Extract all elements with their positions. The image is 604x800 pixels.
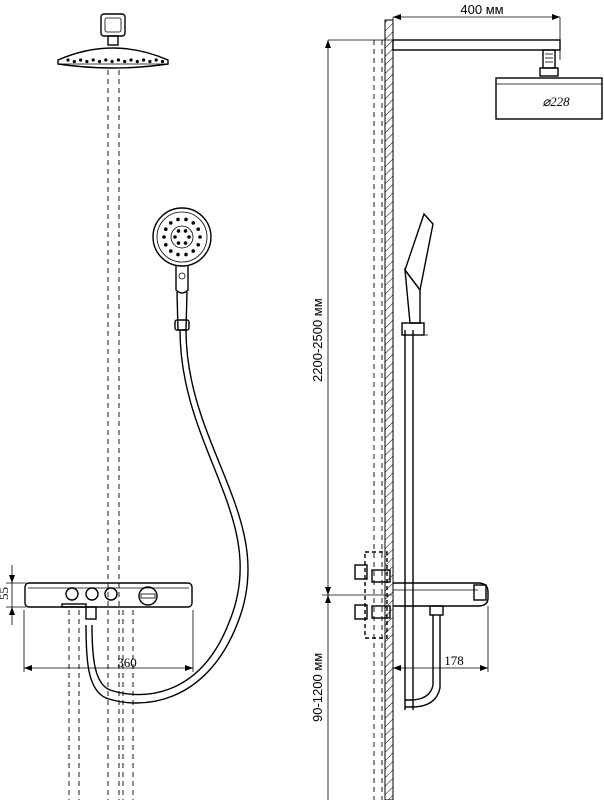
hand-nozzle-dot — [184, 252, 188, 257]
nozzle-dot — [123, 59, 127, 64]
hand-nozzle-dot — [176, 229, 181, 233]
hand-shower-side — [401, 212, 434, 336]
rain-shower-head — [57, 47, 169, 69]
nozzle-dot — [160, 59, 165, 64]
hand-nozzle-dot — [163, 243, 168, 247]
nozzle-dot — [154, 58, 158, 62]
mixer-side — [354, 551, 489, 708]
hand-nozzle-dot — [173, 235, 177, 239]
dim-shelf-width: 360 — [23, 610, 194, 672]
hand-nozzle-dot — [162, 235, 166, 239]
nozzle-dot — [104, 58, 108, 62]
dim-total-height: 2200-2500 мм — [310, 39, 393, 595]
hand-nozzle-dot — [176, 217, 180, 222]
nozzle-dot — [129, 58, 133, 62]
hand-shower-head — [152, 207, 212, 331]
dim-shelf-depth-label: 178 — [444, 653, 464, 668]
nozzle-dot — [135, 59, 139, 64]
hand-nozzle-dot — [196, 227, 201, 231]
hand-nozzle-dot — [163, 227, 168, 231]
hand-nozzle-dot — [183, 241, 188, 245]
nozzle-dot — [72, 59, 76, 64]
hand-nozzle-dot — [187, 235, 191, 239]
dim-head-diameter-label: ⌀228 — [542, 94, 570, 109]
ceiling-mount — [100, 13, 126, 46]
hand-nozzle-dot — [184, 217, 188, 222]
thermostat-shelf — [24, 582, 193, 620]
dim-total-height-label: 2200-2500 мм — [310, 298, 325, 382]
hand-nozzle-dot — [168, 221, 173, 225]
dim-shelf-thickness: 55 — [0, 565, 26, 625]
dim-shelf-width-label: 360 — [117, 655, 137, 670]
front-view: 360 55 — [0, 13, 249, 800]
dim-shelf-depth: 178 — [393, 606, 489, 672]
dim-arm-length-label: 400 мм — [460, 2, 503, 17]
shower-hose — [85, 329, 249, 704]
nozzle-dot — [110, 59, 114, 64]
hand-nozzle-dot — [176, 252, 180, 257]
hand-nozzle-dot — [168, 249, 173, 253]
side-view: 400 мм ⌀228 2200-2500 мм 90-1200 мм — [310, 2, 603, 800]
nozzle-dot — [85, 59, 89, 64]
nozzle-dot — [91, 58, 95, 62]
dim-shelf-thickness-label: 55 — [0, 587, 11, 600]
wall — [384, 19, 394, 800]
hand-nozzle-dot — [198, 235, 202, 239]
nozzle-dot — [116, 58, 120, 62]
dim-mixer-height-label: 90-1200 мм — [310, 653, 325, 722]
hand-nozzle-dot — [196, 243, 201, 247]
hand-nozzle-dot — [191, 221, 196, 225]
nozzle-dot — [148, 59, 152, 64]
hand-nozzle-dot — [183, 229, 188, 233]
nozzle-dot — [66, 58, 70, 62]
nozzle-dot — [97, 59, 102, 64]
hand-nozzle-dot — [191, 249, 196, 253]
dim-mixer-height: 90-1200 мм — [310, 594, 392, 800]
nozzles — [66, 58, 165, 64]
nozzle-dot — [142, 58, 146, 62]
hand-nozzle-dot — [176, 241, 181, 245]
nozzle-dot — [79, 58, 83, 62]
